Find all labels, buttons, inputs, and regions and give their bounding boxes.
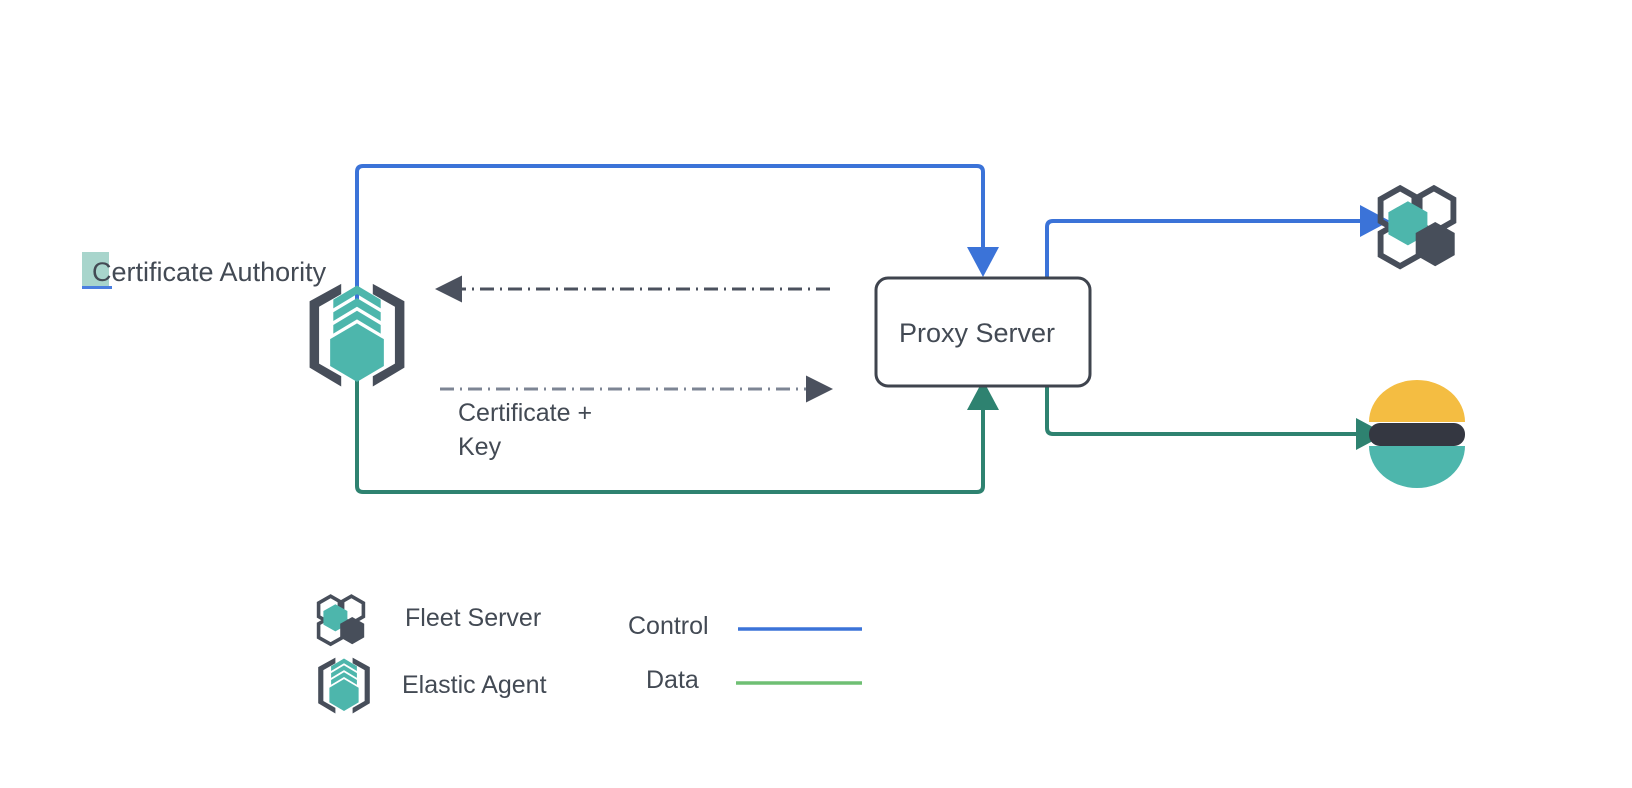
legend-control-label: Control <box>628 612 709 640</box>
legend-fleet-server-label: Fleet Server <box>405 604 542 632</box>
edge-control-proxy-to-fleet <box>1045 205 1390 279</box>
proxy-server-label: Proxy Server <box>899 318 1056 348</box>
certificate-key-line-2: Key <box>458 432 502 461</box>
legend-elastic-agent-icon <box>318 657 370 714</box>
edge-control-ca-to-proxy <box>355 164 999 300</box>
elastic-agent-icon <box>309 283 405 387</box>
certificate-key-line-1: Certificate + <box>458 399 593 427</box>
edge-data-ca-to-proxy <box>355 372 999 494</box>
certificate-authority-label-underline <box>82 286 112 289</box>
legend-fleet-server-icon <box>316 594 366 647</box>
legend-data-label: Data <box>646 666 699 694</box>
certificate-authority-label: Certificate Authority <box>92 257 327 287</box>
elasticsearch-logo <box>1369 380 1465 488</box>
proxy-server-node[interactable] <box>874 276 1092 388</box>
fleet-server-icon <box>1377 184 1457 270</box>
legend-elastic-agent-label: Elastic Agent <box>402 671 547 699</box>
certificate-authority-label-highlight <box>82 252 109 288</box>
certificate-key-edge-label: Certificate + Key <box>458 397 592 465</box>
edge-data-proxy-to-elasticsearch <box>1045 386 1386 450</box>
